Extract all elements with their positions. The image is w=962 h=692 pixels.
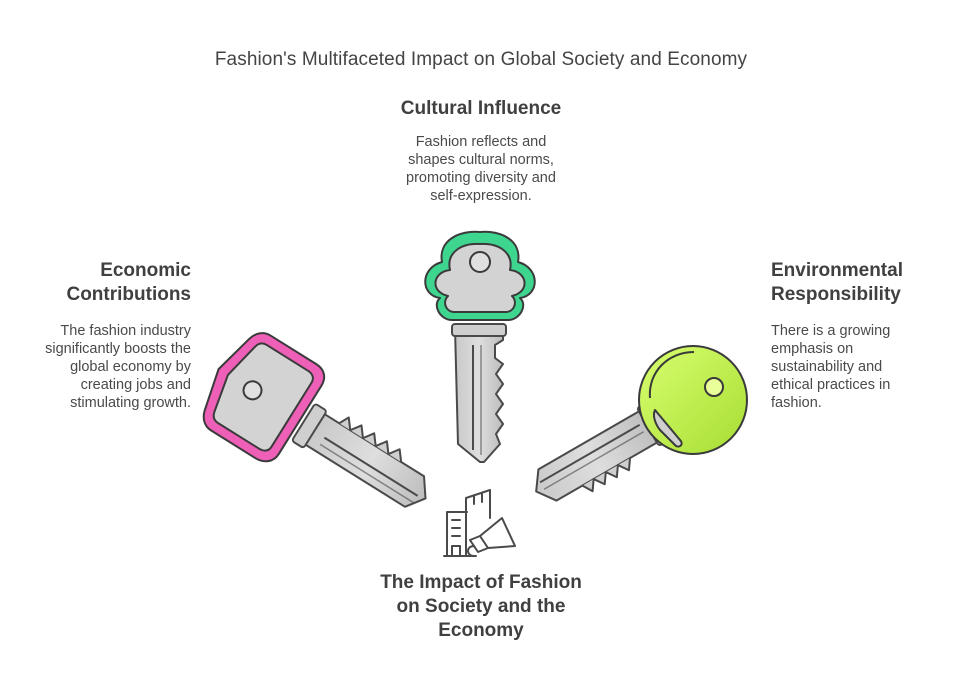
right-key-lime-head [638,345,748,455]
city-megaphone-icon [443,489,516,557]
top-key-clover-head [424,230,536,321]
cultural-influence-description: Fashion reflects and shapes cultural nor… [406,134,556,204]
left-key-pink-head [202,332,326,463]
environmental-responsibility-key [535,345,748,502]
page-title: Fashion's Multifaceted Impact on Global … [214,49,748,70]
economic-contributions-key [202,332,427,508]
cultural-influence-key [424,230,536,463]
top-key-shaft [451,323,507,463]
environmental-responsibility-heading: Environmental Responsibility [771,260,903,305]
cultural-influence-heading: Cultural Influence [400,98,562,119]
economic-contributions-heading: Economic Contributions [66,260,191,305]
center-heading: The Impact of Fashion on Society and the… [380,572,582,641]
economic-contributions-description: The fashion industry significantly boost… [45,323,191,411]
left-key-shaft [291,403,427,508]
environmental-responsibility-description: There is a growing emphasis on sustainab… [771,323,891,411]
